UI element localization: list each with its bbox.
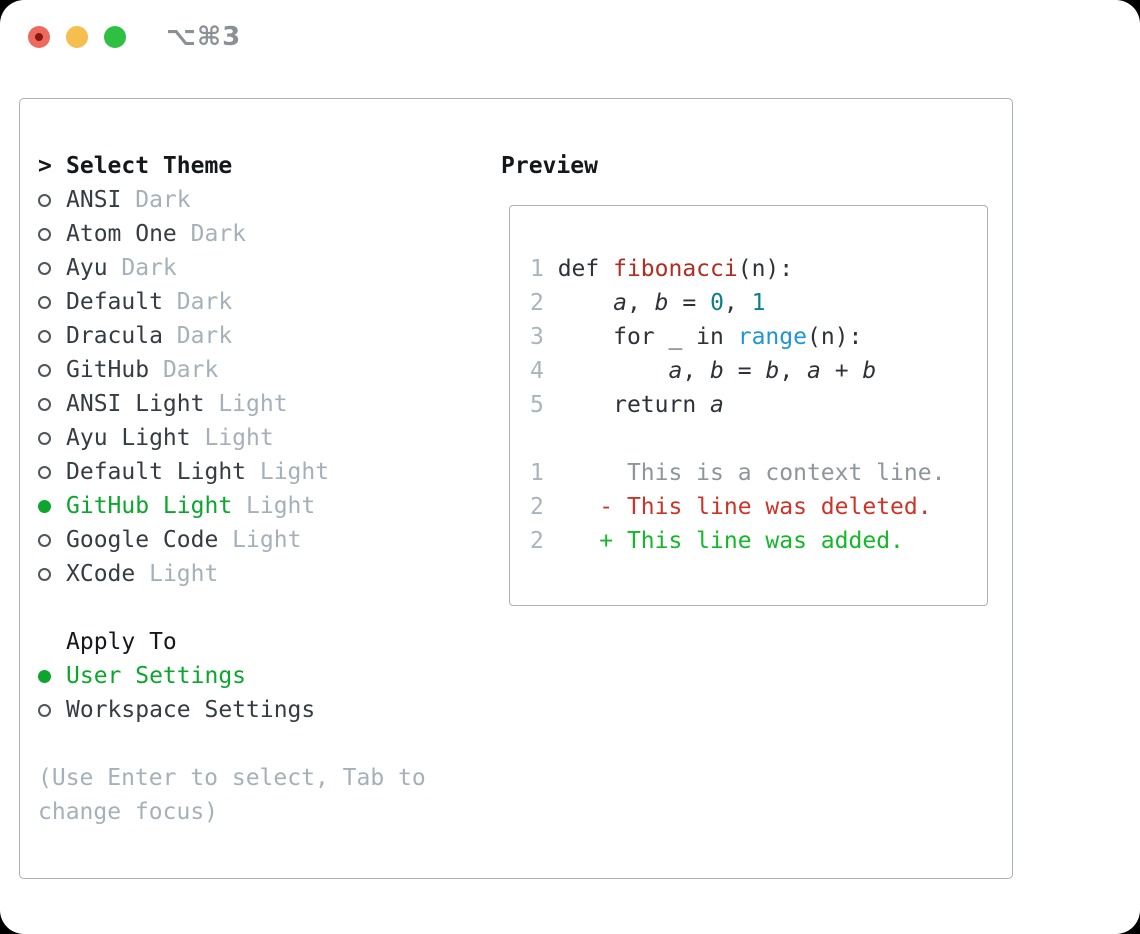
option-label: Atom One [66, 221, 177, 247]
option-variant-label: Light [204, 391, 288, 417]
option-variant-label: Dark [162, 323, 233, 349]
diff-deleted-line: 2 - This line was deleted. [530, 494, 932, 520]
select-theme-label: Select Theme [66, 153, 233, 179]
theme-option[interactable]: Google Code Light [38, 523, 426, 557]
option-label: Default [66, 289, 163, 315]
option-variant-label: Dark [162, 289, 233, 315]
theme-option[interactable]: GitHub Dark [38, 353, 426, 387]
preview-pane: 1 def fibonacci(n): 2 a, b = 0, 1 3 for _ … [509, 205, 988, 606]
hint-text-line1: (Use Enter to select, Tab to [38, 765, 426, 791]
minimize-button[interactable] [66, 26, 88, 48]
option-label: Ayu [66, 255, 108, 281]
radio-icon [38, 329, 66, 343]
spacer [38, 591, 426, 625]
apply-to-header: Apply To [38, 625, 426, 659]
option-label: Default Light [66, 459, 247, 485]
option-variant-label: Light [246, 459, 330, 485]
close-dot-icon [35, 33, 43, 41]
radio-icon [38, 465, 66, 479]
theme-option[interactable]: XCode Light [38, 557, 426, 591]
option-variant-label: Dark [149, 357, 219, 383]
apply-to-option[interactable]: Workspace Settings [38, 693, 426, 727]
code-line: 3 for _ in range(n): [530, 324, 863, 350]
title-bar: ⌥⌘3 [0, 0, 1140, 75]
option-label: GitHub [66, 357, 150, 383]
select-theme-header: > Select Theme [38, 149, 426, 183]
radio-icon [38, 567, 66, 581]
option-variant-label: Light [232, 493, 316, 519]
preview-code: 1 def fibonacci(n): 2 a, b = 0, 1 3 for _ … [530, 252, 987, 558]
theme-option[interactable]: Default Dark [38, 285, 426, 319]
theme-option[interactable]: Default Light Light [38, 455, 426, 489]
option-label: Workspace Settings [66, 697, 316, 723]
radio-icon [38, 703, 66, 717]
theme-option[interactable]: Ayu Light Light [38, 421, 426, 455]
diff-added-line: 2 + This line was added. [530, 528, 904, 554]
radio-icon [38, 295, 66, 309]
option-variant-label: Light [218, 527, 302, 553]
option-variant-label: Dark [107, 255, 177, 281]
code-line: 5 return a [530, 392, 724, 418]
option-label: GitHub Light [66, 493, 233, 519]
radio-selected-icon [38, 499, 66, 513]
option-variant-label: Light [135, 561, 219, 587]
option-label: ANSI [66, 187, 122, 213]
apply-to-label: Apply To [66, 629, 177, 655]
code-line: 2 a, b = 0, 1 [530, 290, 766, 316]
option-variant-label: Light [190, 425, 274, 451]
preview-label: Preview [501, 153, 598, 179]
radio-icon [38, 227, 66, 241]
selection-cursor-icon: > [38, 153, 52, 179]
option-variant-label: Dark [176, 221, 247, 247]
radio-icon [38, 363, 66, 377]
radio-icon [38, 431, 66, 445]
apply-to-option[interactable]: User Settings [38, 659, 426, 693]
theme-option[interactable]: ANSI Light Light [38, 387, 426, 421]
code-line: 4 a, b = b, a + b [530, 358, 877, 384]
theme-option[interactable]: Dracula Dark [38, 319, 426, 353]
diff-context-line: 1 This is a context line. [530, 460, 946, 486]
theme-option[interactable]: Ayu Dark [38, 251, 426, 285]
theme-option[interactable]: ANSI Dark [38, 183, 426, 217]
option-label: Ayu Light [66, 425, 191, 451]
option-label: Dracula [66, 323, 163, 349]
code-line: 1 def fibonacci(n): [530, 256, 794, 282]
radio-icon [38, 261, 66, 275]
option-variant-label: Dark [121, 187, 191, 213]
option-label: Google Code [66, 527, 219, 553]
option-label: User Settings [66, 663, 247, 689]
zoom-button[interactable] [104, 26, 126, 48]
radio-icon [38, 397, 66, 411]
spacer [38, 727, 426, 761]
close-button[interactable] [28, 26, 50, 48]
hint-text-line2: change focus) [38, 799, 219, 825]
theme-option[interactable]: Atom One Dark [38, 217, 426, 251]
blank-line [530, 422, 987, 456]
theme-option[interactable]: GitHub Light Light [38, 489, 426, 523]
radio-icon [38, 533, 66, 547]
option-label: ANSI Light [66, 391, 205, 417]
option-label: XCode [66, 561, 136, 587]
radio-selected-icon [38, 669, 66, 683]
radio-icon [38, 193, 66, 207]
window-title: ⌥⌘3 [166, 22, 242, 52]
